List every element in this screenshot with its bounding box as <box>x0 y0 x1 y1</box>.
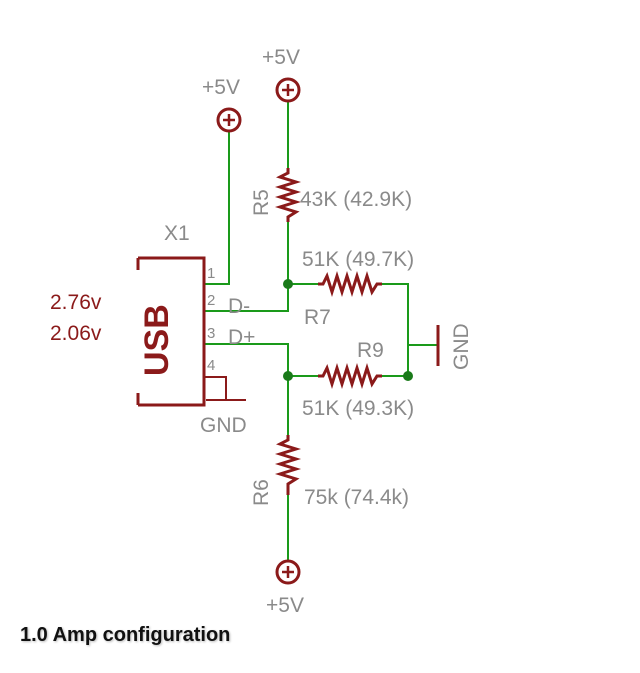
dminus-voltage: 2.76v <box>50 291 102 314</box>
connector-gnd-label: GND <box>200 414 247 437</box>
resistor-name: R6 <box>250 479 273 506</box>
resistor-name: R9 <box>357 339 384 362</box>
junction-dot <box>283 371 293 381</box>
supply-symbol-top: +5V <box>262 46 301 103</box>
resistor-r7: 51K (49.7K) R7 <box>302 248 414 329</box>
dplus-label: D+ <box>228 326 255 349</box>
pin-number: 2 <box>207 292 215 309</box>
dplus-voltage: 2.06v <box>50 322 102 345</box>
resistor-name: R7 <box>304 306 331 329</box>
supply-symbol-bottom: +5V <box>266 559 304 617</box>
wire-pin1-supply <box>204 132 230 285</box>
wires <box>204 101 438 560</box>
pin-number: 1 <box>207 265 215 282</box>
wire-dplus <box>204 343 289 376</box>
ground-symbol: GND <box>436 323 473 370</box>
wire-right-gnd <box>407 344 438 376</box>
wire-dminus <box>204 284 289 312</box>
resistor-name: R5 <box>250 189 273 216</box>
resistor-value: 75k (74.4k) <box>304 486 409 509</box>
pin-number: 4 <box>207 357 215 374</box>
supply-label: +5V <box>266 594 304 617</box>
supply-label: +5V <box>262 46 300 69</box>
junction-dot <box>283 279 293 289</box>
usb-label: USB <box>138 304 176 376</box>
wire-r7-right <box>382 283 409 376</box>
resistor-value: 51K (49.7K) <box>302 248 414 271</box>
connector-name: X1 <box>164 222 190 245</box>
resistor-r5: R5 43K (42.9K) <box>250 168 412 222</box>
supply-label: +5V <box>202 76 240 99</box>
ground-label: GND <box>450 323 473 370</box>
supply-symbol-left: +5V <box>202 76 242 133</box>
resistor-r9: R9 51K (49.3K) <box>302 339 414 420</box>
resistor-value: 43K (42.9K) <box>300 188 412 211</box>
junction-dot <box>403 371 413 381</box>
dminus-label: D- <box>228 295 250 318</box>
usb-connector: X1 USB 1 2 3 4 D- D+ GND <box>136 222 255 437</box>
resistor-r6: R6 75k (74.4k) <box>250 435 409 509</box>
figure-caption: 1.0 Amp configuration <box>20 624 231 646</box>
pin-number: 3 <box>207 325 215 342</box>
resistor-value: 51K (49.3K) <box>302 397 414 420</box>
